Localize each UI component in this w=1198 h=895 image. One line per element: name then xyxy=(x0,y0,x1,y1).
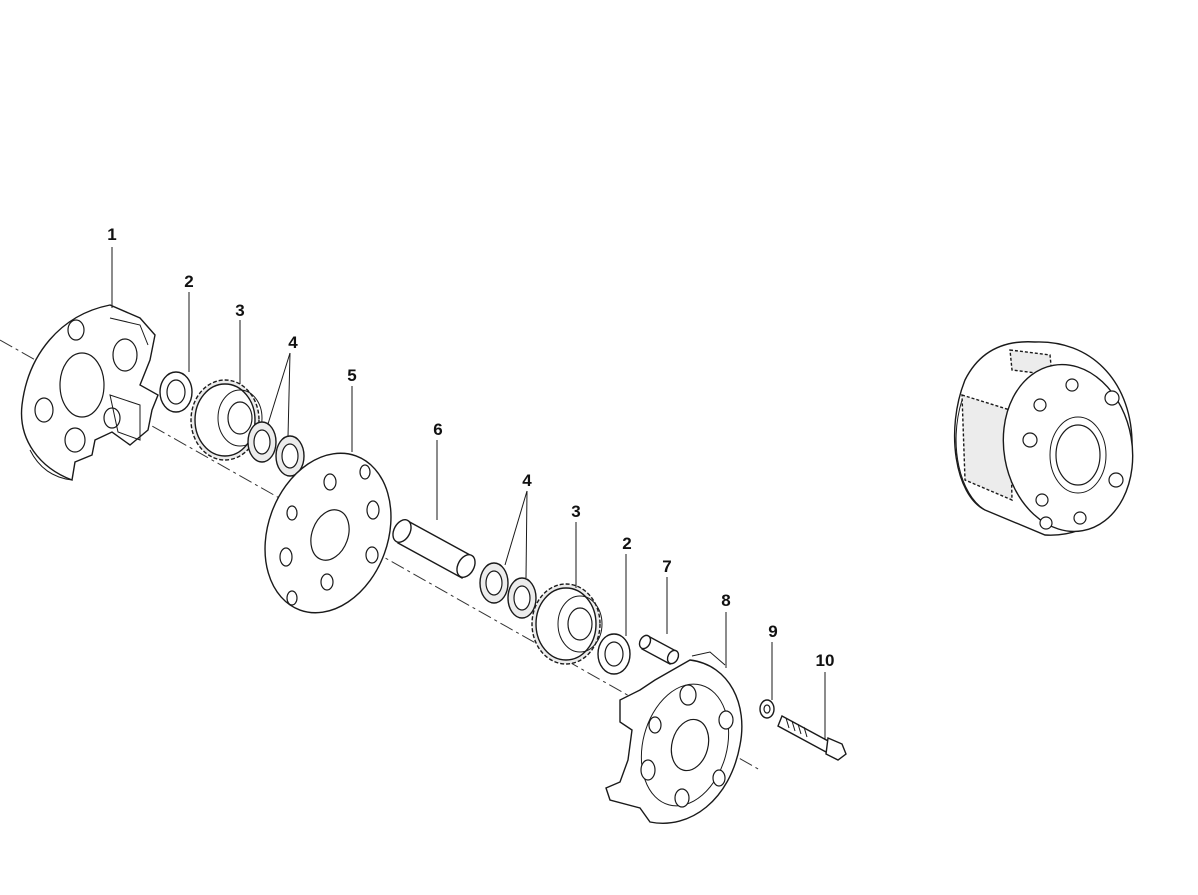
leader-line-4b-1 xyxy=(504,490,528,566)
part-8-carrier-half[interactable] xyxy=(605,651,743,824)
part-3-planet-gear-left[interactable] xyxy=(190,379,263,461)
part-4-needle-bearings-right[interactable] xyxy=(479,562,537,619)
callout-3-right: 3 xyxy=(571,502,580,521)
callout-2-right: 2 xyxy=(622,534,631,553)
callout-7: 7 xyxy=(662,557,671,576)
callout-6: 6 xyxy=(433,420,442,439)
part-6-planet-shaft[interactable] xyxy=(389,517,478,581)
callout-8: 8 xyxy=(721,591,730,610)
part-4-needle-bearings-left[interactable] xyxy=(247,421,305,477)
assembled-planetary-carrier[interactable] xyxy=(953,341,1146,542)
callout-10: 10 xyxy=(816,651,835,670)
callout-1: 1 xyxy=(107,225,116,244)
part-7-dowel-pin[interactable] xyxy=(637,633,680,665)
leader-line-4a-1 xyxy=(267,352,291,425)
leader-line-4b-2 xyxy=(525,490,528,579)
callout-2-left: 2 xyxy=(184,272,193,291)
callout-9: 9 xyxy=(768,622,777,641)
part-10-bolt[interactable] xyxy=(777,715,847,761)
part-3-planet-gear-right[interactable] xyxy=(531,583,603,665)
callout-4-right: 4 xyxy=(522,471,532,490)
part-5-carrier-plate[interactable] xyxy=(244,435,413,630)
callout-4-left: 4 xyxy=(288,333,298,352)
callout-3-left: 3 xyxy=(235,301,244,320)
part-1-carrier-half[interactable] xyxy=(20,304,159,481)
part-2-thrust-washer-left[interactable] xyxy=(159,371,193,413)
part-9-lock-washer[interactable] xyxy=(759,699,775,719)
part-2-thrust-washer-right[interactable] xyxy=(597,633,631,675)
leader-line-4a-2 xyxy=(287,352,291,438)
callout-5: 5 xyxy=(347,366,356,385)
